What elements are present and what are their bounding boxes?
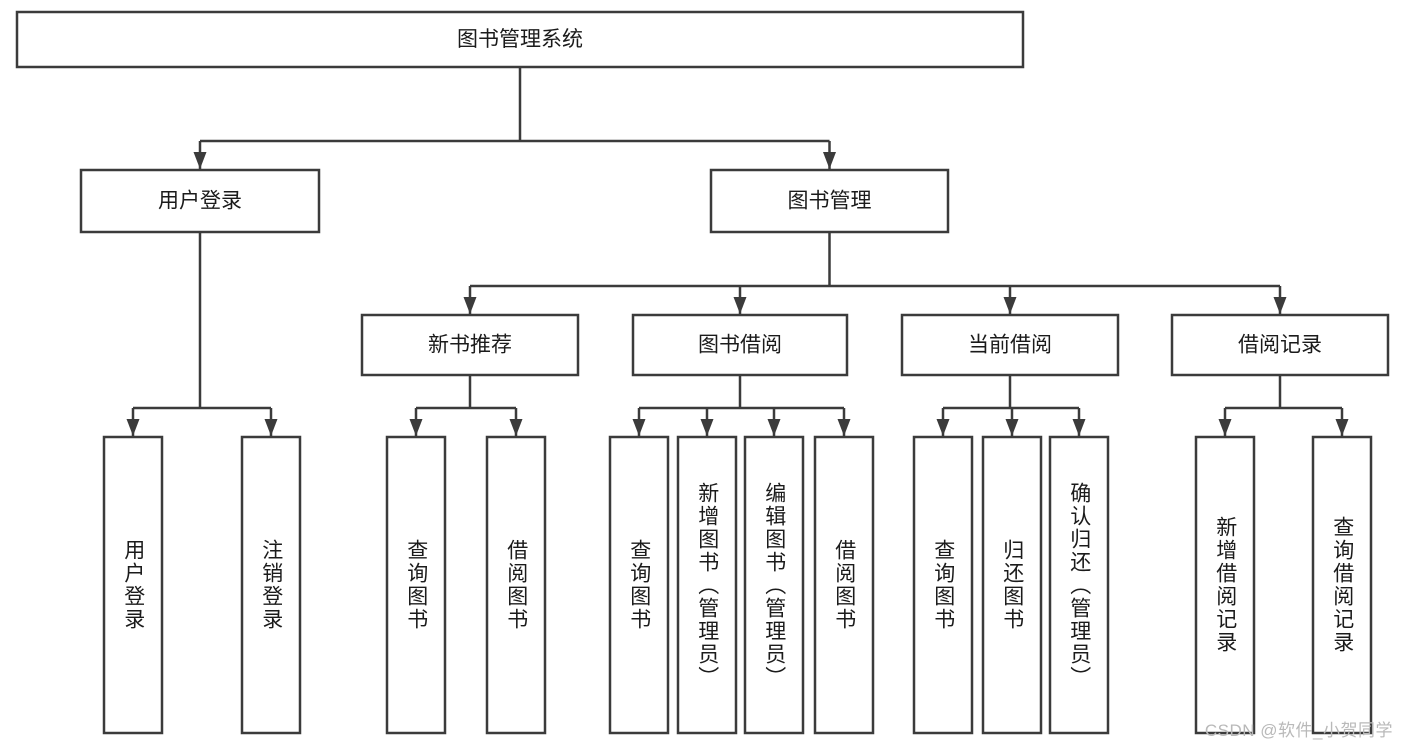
arrow-head-icon — [632, 419, 646, 436]
arrow-head-icon — [126, 419, 140, 436]
box-layer — [15, 10, 1390, 735]
node-label-current-borrow: 当前借阅 — [968, 334, 1052, 357]
node-box-leaf-query-book-cur[interactable] — [912, 435, 974, 735]
arrow-head-icon — [1003, 297, 1017, 314]
node-label-new-book-recommend: 新书推荐 — [428, 334, 512, 357]
node-box-leaf-logout-login[interactable] — [240, 435, 302, 735]
node-box-borrow-record[interactable] — [1170, 313, 1390, 377]
arrow-head-icon — [1072, 419, 1086, 436]
node-box-leaf-add-book-admin[interactable] — [676, 435, 738, 735]
node-box-new-book-recommend[interactable] — [360, 313, 580, 377]
node-box-leaf-confirm-return-admin[interactable] — [1048, 435, 1110, 735]
arrow-head-icon — [700, 419, 714, 436]
node-box-leaf-edit-book-admin[interactable] — [743, 435, 805, 735]
arrow-head-icon — [733, 297, 747, 314]
arrow-head-icon — [509, 419, 523, 436]
arrow-head-icon — [837, 419, 851, 436]
node-box-leaf-borrow-book-rec[interactable] — [485, 435, 547, 735]
node-box-leaf-query-book-rec[interactable] — [385, 435, 447, 735]
arrow-head-icon — [1273, 297, 1287, 314]
arrow-head-icon — [264, 419, 278, 436]
arrow-head-icon — [1005, 419, 1019, 436]
node-box-leaf-return-book[interactable] — [981, 435, 1043, 735]
node-label-user-login: 用户登录 — [158, 190, 242, 213]
node-box-book-borrow[interactable] — [631, 313, 849, 377]
node-label-book-borrow: 图书借阅 — [698, 334, 782, 357]
arrow-head-icon — [823, 152, 836, 169]
node-box-leaf-add-borrow-record[interactable] — [1194, 435, 1256, 735]
node-box-leaf-user-login[interactable] — [102, 435, 164, 735]
arrow-head-icon — [936, 419, 950, 436]
arrow-head-icon — [193, 152, 207, 169]
connector-layer — [126, 67, 1349, 436]
arrow-head-icon — [1335, 419, 1349, 436]
node-box-user-login[interactable] — [79, 168, 321, 234]
node-box-book-manage[interactable] — [709, 168, 950, 234]
node-box-root[interactable] — [15, 10, 1025, 69]
node-label-book-manage: 图书管理 — [788, 190, 872, 213]
node-box-leaf-query-book-borrow[interactable] — [608, 435, 670, 735]
arrow-head-icon — [767, 419, 781, 436]
node-box-current-borrow[interactable] — [900, 313, 1120, 377]
node-box-leaf-query-borrow-record[interactable] — [1311, 435, 1373, 735]
node-label-root: 图书管理系统 — [457, 28, 583, 51]
watermark-text: CSDN @软件_小贺同学 — [1204, 721, 1393, 740]
arrow-head-icon — [1218, 419, 1232, 436]
node-box-leaf-borrow-book[interactable] — [813, 435, 875, 735]
arrow-head-icon — [463, 297, 477, 314]
arrow-head-icon — [409, 419, 423, 436]
node-label-borrow-record: 借阅记录 — [1238, 334, 1322, 357]
